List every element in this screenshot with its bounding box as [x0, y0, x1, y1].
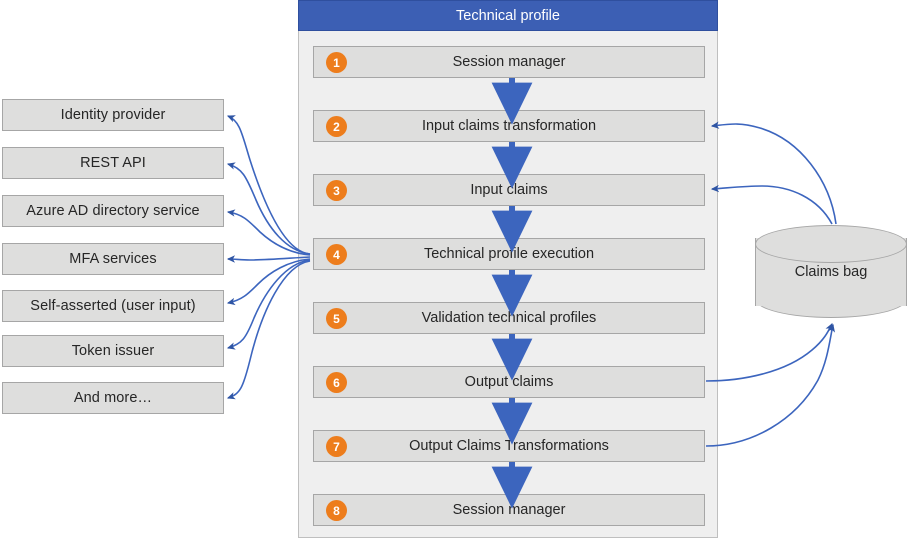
step-number-badge: 8 — [326, 500, 347, 521]
step-label: Output claims — [464, 374, 554, 390]
store-read-arrow-to-input-claims — [710, 184, 833, 225]
step-label: Session manager — [452, 502, 566, 518]
claims-bag-datastore[interactable]: Claims bag — [755, 225, 907, 319]
step-3-input-claims[interactable]: 3 Input claims — [313, 174, 705, 206]
step-label: Technical profile execution — [423, 246, 595, 262]
source-box-rest-api[interactable]: REST API — [2, 147, 224, 179]
step-label: Input claims — [470, 182, 548, 198]
source-label: REST API — [80, 155, 146, 171]
claims-bag-label: Claims bag — [794, 264, 868, 280]
store-write-arrow-from-output-claims — [705, 323, 833, 382]
step-number-badge: 3 — [326, 180, 347, 201]
step-6-output-claims[interactable]: 6 Output claims — [313, 366, 705, 398]
source-label: Token issuer — [71, 343, 155, 359]
panel-title-bar: Technical profile — [298, 0, 718, 31]
step-8-session-manager[interactable]: 8 Session manager — [313, 494, 705, 526]
step-7-output-claims-transformations[interactable]: 7 Output Claims Transformations — [313, 430, 705, 462]
source-box-and-more[interactable]: And more… — [2, 382, 224, 414]
step-label: Input claims transformation — [421, 118, 597, 134]
cylinder-top — [755, 225, 907, 263]
step-number-badge: 4 — [326, 244, 347, 265]
page-title: Technical profile — [456, 7, 560, 24]
source-label: Identity provider — [60, 107, 166, 123]
source-label: MFA services — [69, 251, 157, 267]
store-write-arrow-group — [705, 323, 836, 447]
store-write-arrow-from-output-claims-transformations — [705, 323, 836, 447]
source-box-self-asserted[interactable]: Self-asserted (user input) — [2, 290, 224, 322]
step-number-badge: 5 — [326, 308, 347, 329]
source-box-token-issuer[interactable]: Token issuer — [2, 335, 224, 367]
step-1-session-manager[interactable]: 1 Session manager — [313, 46, 705, 78]
store-read-arrow-group — [710, 121, 837, 225]
step-5-validation-technical-profiles[interactable]: 5 Validation technical profiles — [313, 302, 705, 334]
source-box-identity-provider[interactable]: Identity provider — [2, 99, 224, 131]
step-label: Output Claims Transformations — [409, 438, 609, 454]
technical-profile-panel: Technical profile 1 Session manager 2 In… — [298, 0, 718, 538]
source-label: Self-asserted (user input) — [30, 298, 196, 314]
step-4-technical-profile-execution[interactable]: 4 Technical profile execution — [313, 238, 705, 270]
step-number-badge: 2 — [326, 116, 347, 137]
step-number-badge: 1 — [326, 52, 347, 73]
source-label: And more… — [73, 390, 153, 406]
store-read-arrow-to-input-claims-transformation — [710, 121, 837, 225]
source-box-azure-ad-directory-service[interactable]: Azure AD directory service — [2, 195, 224, 227]
source-label: Azure AD directory service — [26, 203, 200, 219]
step-2-input-claims-transformation[interactable]: 2 Input claims transformation — [313, 110, 705, 142]
step-label: Session manager — [452, 54, 566, 70]
step-label: Validation technical profiles — [421, 310, 597, 326]
source-box-mfa-services[interactable]: MFA services — [2, 243, 224, 275]
step-number-badge: 6 — [326, 372, 347, 393]
step-number-badge: 7 — [326, 436, 347, 457]
